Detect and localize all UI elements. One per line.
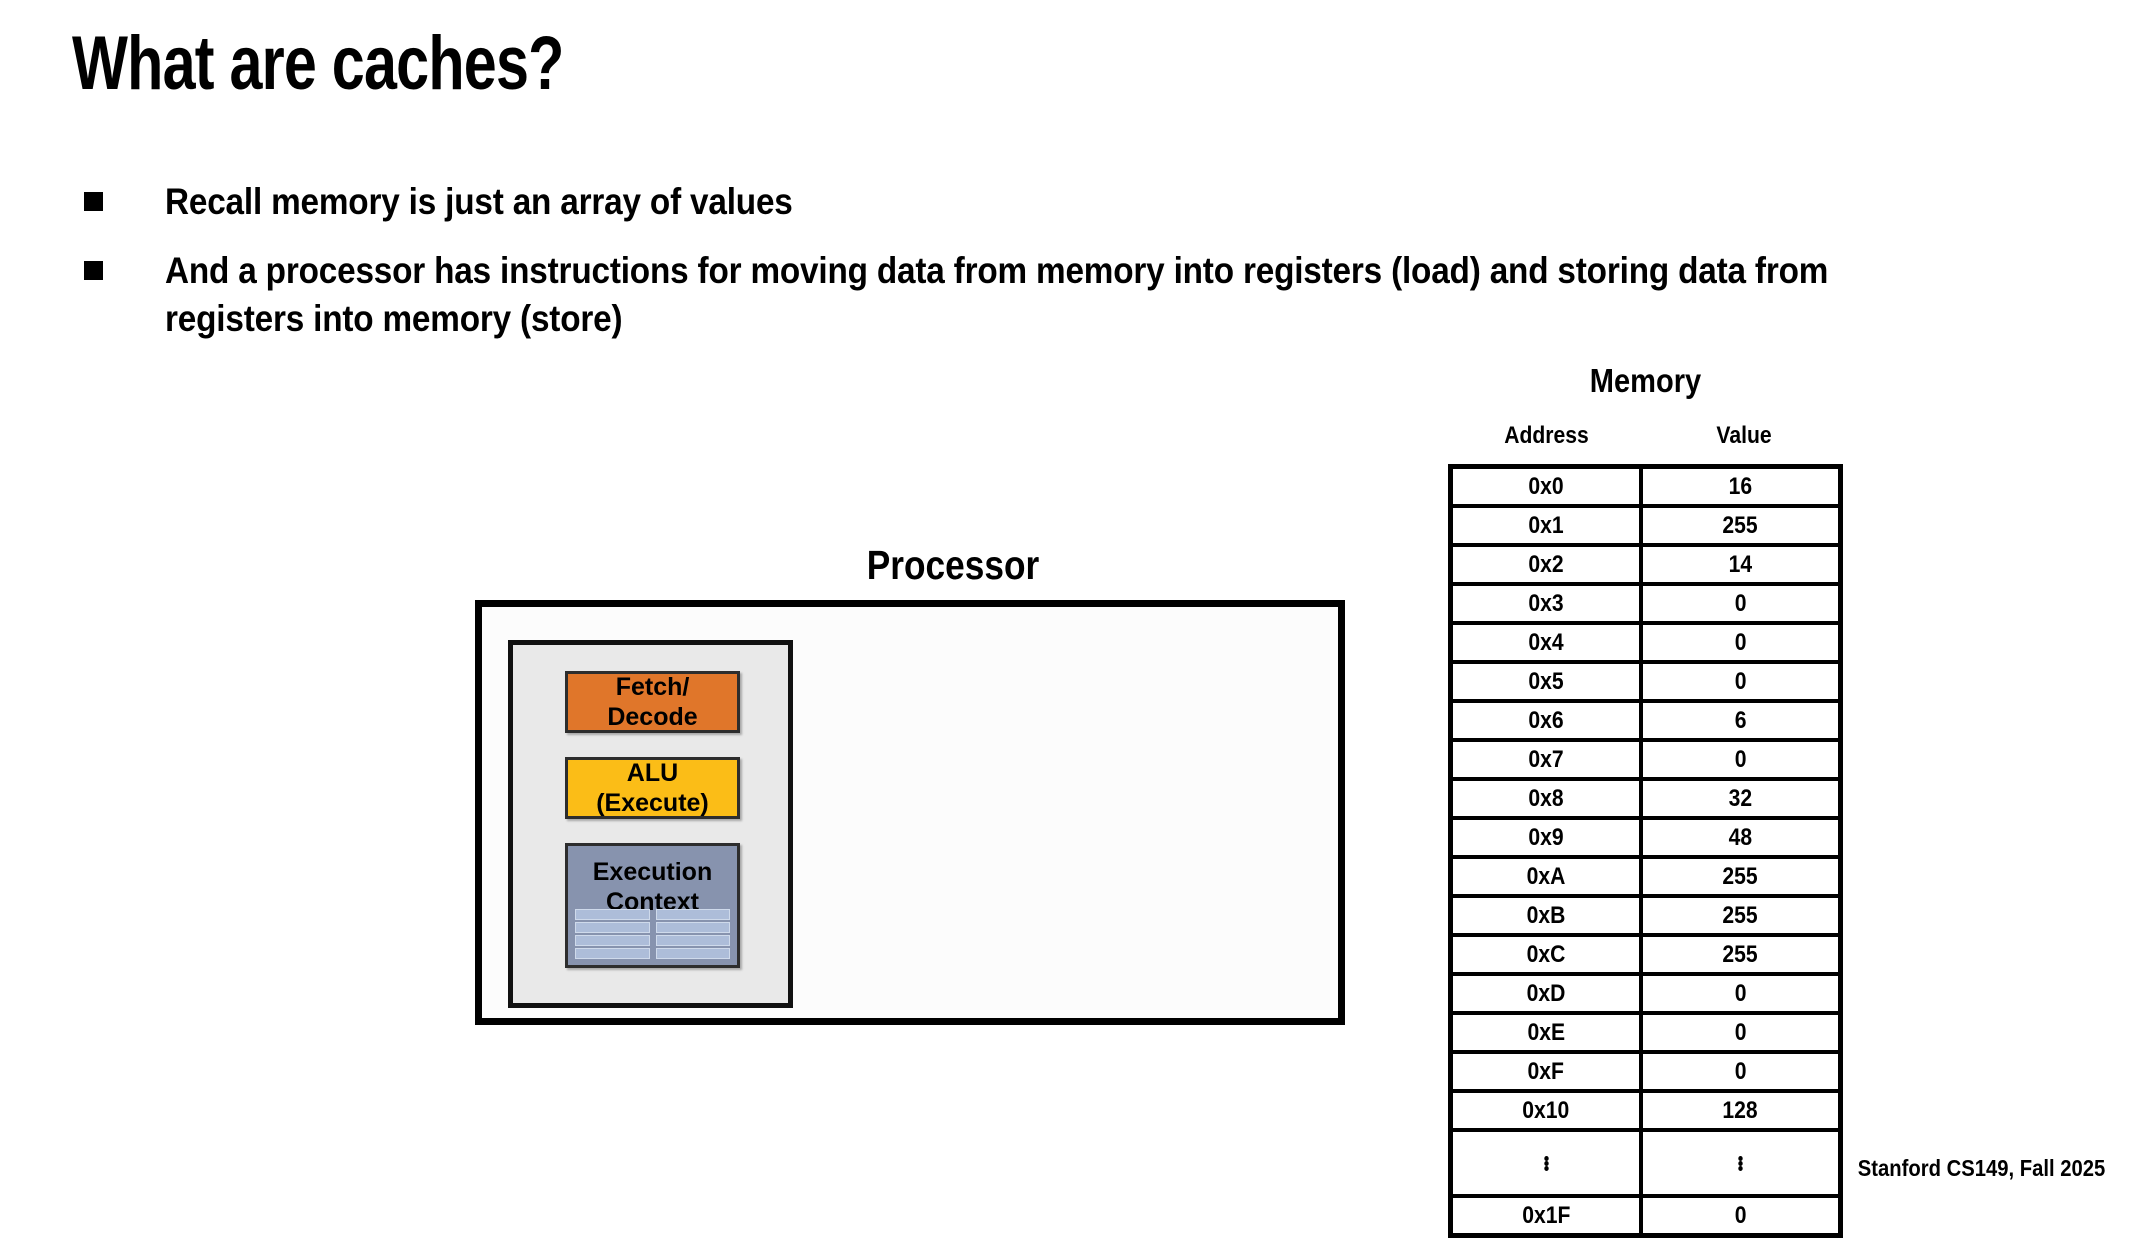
alu-unit: ALU (Execute) xyxy=(565,757,740,819)
memory-value-cell: 128 xyxy=(1722,1096,1759,1124)
memory-value-cell: 14 xyxy=(1728,550,1753,578)
bullet-text: And a processor has instructions for mov… xyxy=(165,250,1829,339)
memory-address-cell: 0x8 xyxy=(1453,781,1643,816)
memory-address-cell: 0xA xyxy=(1453,859,1643,894)
alu-label-line1: ALU xyxy=(626,758,679,787)
table-row: 0xD 0 xyxy=(1453,976,1838,1015)
memory-address-cell: 0xE xyxy=(1453,1015,1643,1050)
memory-column-headers: Address Value xyxy=(1448,422,1843,450)
table-row: 0x6 6 xyxy=(1453,703,1838,742)
table-row: 0x9 48 xyxy=(1453,820,1838,859)
memory-address-cell: 0x1 xyxy=(1453,508,1643,543)
table-row: 0xE 0 xyxy=(1453,1015,1838,1054)
fetch-decode-unit: Fetch/ Decode xyxy=(565,671,740,733)
register-cell xyxy=(655,909,730,920)
register-cell xyxy=(575,909,650,920)
square-bullet-icon xyxy=(84,192,103,211)
register-column xyxy=(655,909,730,959)
memory-value-cell: 0 xyxy=(1734,745,1747,773)
page-title: What are caches? xyxy=(72,21,564,106)
table-row: 0xA 255 xyxy=(1453,859,1838,898)
footer-credit: Stanford CS149, Fall 2025 xyxy=(1857,1155,2105,1181)
memory-address-cell: 0x0 xyxy=(1453,469,1643,504)
processor-core-box: Fetch/ Decode ALU (Execute) Execution Co… xyxy=(508,640,793,1008)
memory-address-cell: 0xB xyxy=(1453,898,1643,933)
memory-address-cell: 0x5 xyxy=(1453,664,1643,699)
table-row: 0x10 128 xyxy=(1453,1093,1838,1132)
fetch-decode-label-line2: Decode xyxy=(607,703,698,731)
processor-outer-box: Fetch/ Decode ALU (Execute) Execution Co… xyxy=(475,600,1345,1025)
register-grid xyxy=(575,909,730,959)
memory-address-cell: 0x4 xyxy=(1453,625,1643,660)
register-cell xyxy=(655,922,730,933)
register-cell xyxy=(575,948,650,959)
memory-value-cell: 48 xyxy=(1728,823,1753,851)
register-cell xyxy=(655,948,730,959)
execution-context-label: Execution Context xyxy=(593,857,712,917)
table-row: 0xF 0 xyxy=(1453,1054,1838,1093)
table-row: 0xC 255 xyxy=(1453,937,1838,976)
memory-address-cell: 0x7 xyxy=(1453,742,1643,777)
table-row: 0x1F 0 xyxy=(1453,1198,1838,1233)
table-row: 0x5 0 xyxy=(1453,664,1838,703)
table-row: 0x0 16 xyxy=(1453,469,1838,508)
square-bullet-icon xyxy=(84,261,103,281)
list-item: Recall memory is just an array of values xyxy=(84,178,2094,225)
memory-value-cell xyxy=(1643,1132,1838,1194)
table-row: 0x3 0 xyxy=(1453,586,1838,625)
memory-value-cell: 0 xyxy=(1734,1201,1747,1229)
memory-value-cell: 6 xyxy=(1734,706,1747,734)
register-cell xyxy=(575,922,650,933)
fetch-decode-label-line1: Fetch/ xyxy=(615,672,690,701)
memory-address-cell: 0xF xyxy=(1453,1054,1643,1089)
memory-value-cell: 32 xyxy=(1728,784,1753,812)
execution-context-unit: Execution Context xyxy=(565,843,740,968)
processor-label: Processor xyxy=(866,542,1040,588)
table-row: 0x1 255 xyxy=(1453,508,1838,547)
memory-address-cell: 0x10 xyxy=(1453,1093,1643,1128)
bullet-list: Recall memory is just an array of values… xyxy=(84,178,2094,364)
register-cell xyxy=(575,935,650,946)
memory-value-cell: 0 xyxy=(1734,979,1747,1007)
column-header-address: Address xyxy=(1504,422,1589,449)
table-row: 0x4 0 xyxy=(1453,625,1838,664)
memory-value-cell: 16 xyxy=(1728,472,1753,500)
memory-value-cell: 0 xyxy=(1734,667,1747,695)
memory-table: 0x0 16 0x1 255 0x2 14 0x3 0 0x4 0 0x5 0 0x6 6 0x7 0 0x8 3… xyxy=(1448,464,1843,1238)
register-cell xyxy=(655,935,730,946)
vertical-ellipsis-icon xyxy=(1543,1155,1549,1171)
column-header-value: Value xyxy=(1716,422,1772,449)
memory-address-cell: 0x9 xyxy=(1453,820,1643,855)
table-row xyxy=(1453,1132,1838,1198)
vertical-ellipsis-icon xyxy=(1738,1155,1743,1171)
memory-address-cell: 0xC xyxy=(1453,937,1643,972)
execution-context-label-line1: Execution xyxy=(592,858,713,886)
memory-value-cell: 255 xyxy=(1722,940,1759,968)
memory-value-cell: 0 xyxy=(1734,589,1747,617)
memory-address-cell: 0x6 xyxy=(1453,703,1643,738)
alu-label-line2: (Execute) xyxy=(596,789,709,817)
memory-value-cell: 255 xyxy=(1722,901,1759,929)
table-row: 0xB 255 xyxy=(1453,898,1838,937)
table-row: 0x8 32 xyxy=(1453,781,1838,820)
memory-address-cell: 0xD xyxy=(1453,976,1643,1011)
register-column xyxy=(575,909,650,959)
memory-value-cell: 0 xyxy=(1734,1057,1747,1085)
table-row: 0x2 14 xyxy=(1453,547,1838,586)
memory-address-cell: 0x2 xyxy=(1453,547,1643,582)
memory-address-cell xyxy=(1453,1132,1643,1194)
memory-address-cell: 0x1F xyxy=(1453,1198,1643,1233)
memory-value-cell: 0 xyxy=(1734,1018,1747,1046)
memory-address-cell: 0x3 xyxy=(1453,586,1643,621)
bullet-text: Recall memory is just an array of values xyxy=(165,181,793,222)
memory-title: Memory xyxy=(1589,362,1702,399)
memory-value-cell: 255 xyxy=(1722,862,1759,890)
memory-value-cell: 255 xyxy=(1722,511,1759,539)
table-row: 0x7 0 xyxy=(1453,742,1838,781)
memory-value-cell: 0 xyxy=(1734,628,1747,656)
list-item: And a processor has instructions for mov… xyxy=(84,247,2094,342)
